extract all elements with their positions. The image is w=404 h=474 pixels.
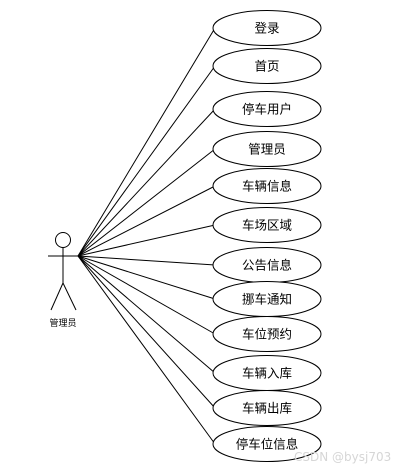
- association-line: [77, 255, 216, 300]
- use-case-ellipse: [212, 207, 322, 243]
- use-case-list: 登录首页停车用户管理员车辆信息车场区域公告信息挪车通知车位预约车辆入库车辆出库停…: [212, 10, 322, 462]
- association-line: [77, 27, 216, 257]
- use-case-ellipse: [212, 131, 322, 167]
- use-case-ellipse: [212, 168, 322, 204]
- use-case-ellipse: [212, 316, 322, 352]
- use-case-label: 挪车通知: [242, 292, 292, 307]
- association-line: [77, 185, 216, 257]
- use-case-label: 停车用户: [242, 102, 292, 117]
- actor-label: 管理员: [49, 317, 76, 329]
- use-case-ellipse: [212, 426, 322, 462]
- association-line: [77, 224, 216, 257]
- use-case: 停车位信息: [212, 426, 322, 462]
- use-case-label: 管理员: [248, 142, 286, 157]
- use-case: 车辆信息: [212, 168, 322, 204]
- use-case: 车辆出库: [212, 390, 322, 426]
- use-case-label: 首页: [254, 59, 279, 74]
- association-line: [77, 65, 216, 257]
- use-case: 车场区域: [212, 207, 322, 243]
- use-case: 车辆入库: [212, 355, 322, 391]
- use-case: 管理员: [212, 131, 322, 167]
- association-line: [77, 108, 216, 257]
- use-case: 车位预约: [212, 316, 322, 352]
- association-line: [77, 255, 216, 445]
- actor: 管理员: [48, 232, 78, 329]
- use-case-ellipse: [212, 48, 322, 84]
- use-case-ellipse: [212, 10, 322, 46]
- use-case-label: 停车位信息: [236, 437, 299, 452]
- association-line: [77, 255, 216, 266]
- use-case-label: 公告信息: [242, 258, 292, 273]
- use-case: 公告信息: [212, 247, 322, 283]
- actor-head: [55, 232, 71, 248]
- use-case-label: 车辆出库: [242, 401, 292, 416]
- association-line: [77, 255, 216, 335]
- use-case-label: 车场区域: [242, 218, 292, 233]
- watermark: CSDN @bysj703: [294, 450, 392, 464]
- association-lines: [77, 27, 216, 445]
- use-case-label: 车位预约: [242, 327, 292, 342]
- use-case: 停车用户: [212, 91, 322, 127]
- use-case-label: 登录: [254, 21, 279, 36]
- use-case-label: 车辆入库: [242, 366, 292, 381]
- association-line: [77, 255, 216, 409]
- actor-right-leg: [62, 282, 77, 311]
- association-line: [77, 255, 216, 374]
- use-case: 挪车通知: [212, 281, 322, 317]
- actor-left-leg: [50, 282, 64, 311]
- use-case-ellipse: [212, 390, 322, 426]
- use-case-ellipse: [212, 91, 322, 127]
- use-case: 登录: [212, 10, 322, 46]
- use-case: 首页: [212, 48, 322, 84]
- use-case-label: 车辆信息: [242, 179, 292, 194]
- association-line: [77, 148, 216, 257]
